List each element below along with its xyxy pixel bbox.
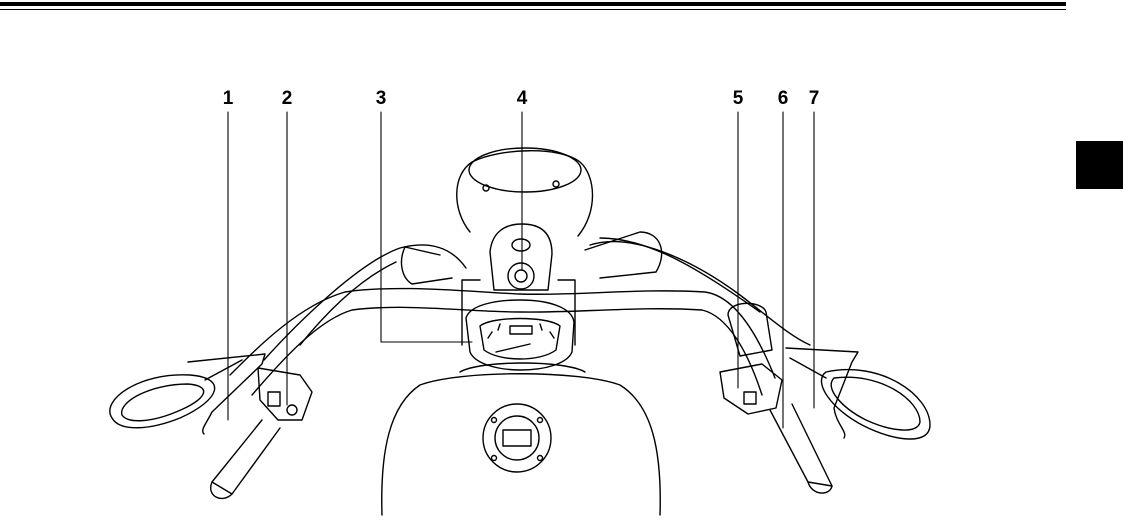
left-switch-knob — [287, 405, 297, 415]
speedometer-needle — [496, 344, 530, 352]
mirror-right-stem — [790, 358, 826, 378]
speedometer-odometer — [510, 326, 532, 334]
headlight-bolt-right — [553, 181, 559, 187]
right-switch-button — [744, 392, 756, 404]
fuel-cap-inner — [495, 416, 539, 460]
turn-signal-left — [401, 247, 452, 284]
handlebar-lower-edge — [252, 307, 762, 395]
main-switch-outer — [508, 263, 534, 289]
mirror-left-stem — [205, 360, 242, 380]
right-master-cylinder — [728, 303, 772, 356]
fuel-cap-bolt — [492, 456, 497, 461]
left-switch-button — [268, 392, 280, 406]
indicator-lamp — [512, 239, 530, 251]
right-grip-end — [808, 482, 832, 486]
fuel-tank — [382, 374, 660, 515]
fuel-cap-key — [503, 430, 531, 446]
fuel-cap-outer — [483, 404, 551, 472]
cable-left — [264, 245, 466, 360]
main-switch-inner — [515, 270, 527, 282]
fuel-cap-bolt — [538, 418, 543, 423]
mirror-right-inner — [831, 377, 920, 430]
cable-right — [590, 242, 810, 345]
mirror-left — [110, 375, 215, 428]
headlight-shell — [457, 151, 593, 236]
left-grip-end — [212, 482, 232, 494]
fuel-cap-bolt — [538, 456, 543, 461]
mirror-left-inner — [122, 384, 204, 421]
left-switch-housing — [258, 368, 312, 420]
fuel-cap-bolt — [492, 418, 497, 423]
turn-signal-right — [585, 232, 662, 278]
main-switch-housing — [490, 224, 552, 290]
speedometer-dial — [480, 319, 560, 360]
cable-left-2 — [300, 262, 396, 345]
right-grip — [770, 404, 832, 493]
